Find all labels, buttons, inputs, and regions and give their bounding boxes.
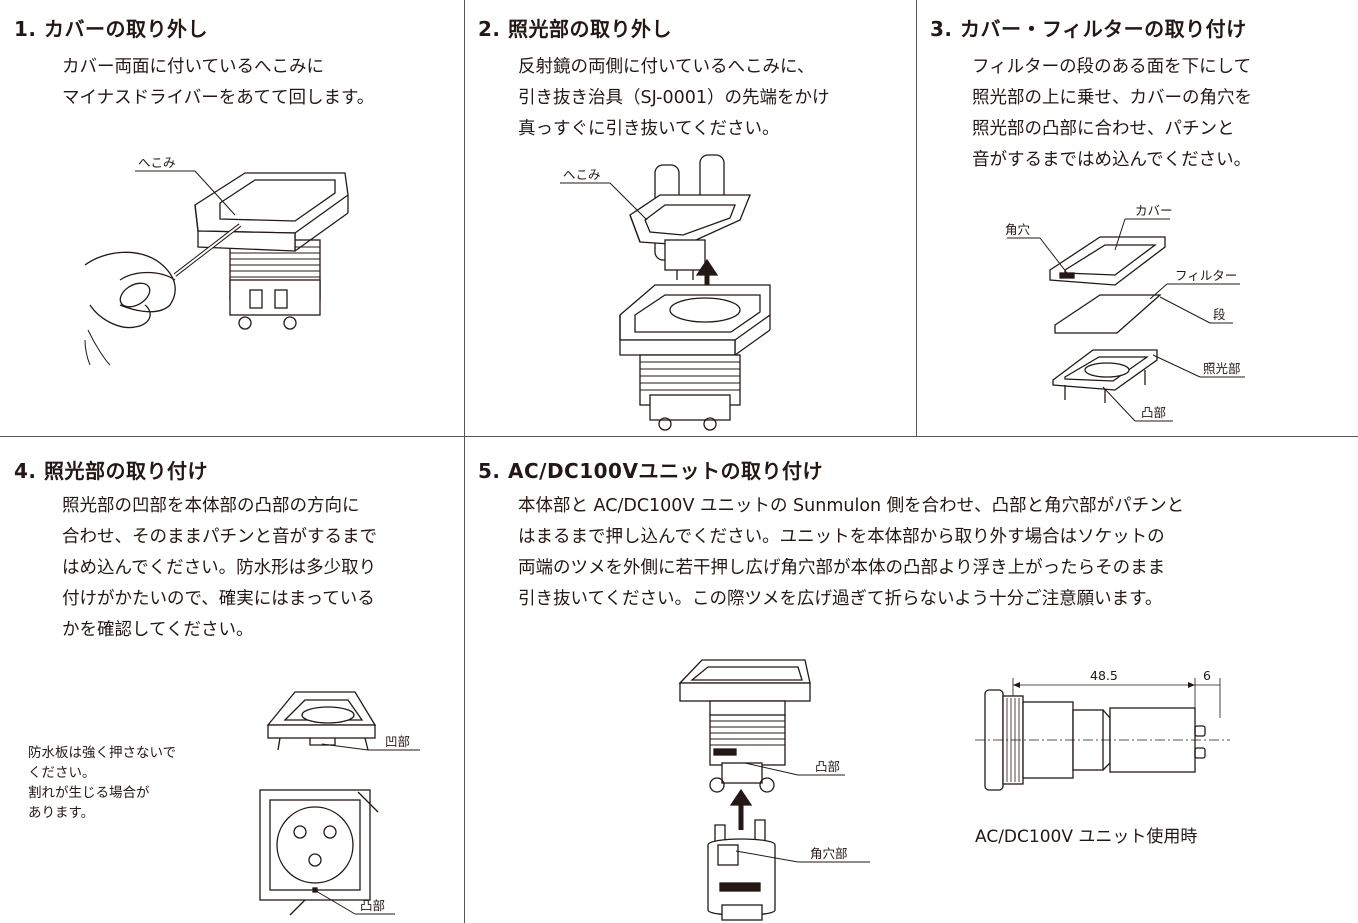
description-line: 本体部と AC/DC100V ユニットの Sunmulon 側を合わせ、凸部と角… [518, 496, 1185, 516]
description-line: 照光部の上に乗せ、カバーの角穴を [972, 88, 1252, 108]
unit-install-illustration: 凸部 角穴部 [670, 655, 885, 921]
section-1-title: 1. カバーの取り外し [14, 17, 208, 41]
square-hole-label: 角穴 [1005, 222, 1031, 237]
description-line: マイナスドライバーをあてて回します。 [62, 88, 375, 108]
waterproof-note: 防水板は強く押さないで ください。 割れが生じる場合が あります。 [28, 743, 176, 823]
section-4-description: 照光部の凹部を本体部の凸部の方向に 合わせ、そのままパチンと音がするまで はめ込… [62, 491, 377, 646]
description-line: かを確認してください。 [62, 620, 254, 640]
boss-label: 凸部 [1141, 405, 1166, 420]
light-install-illustration: 凹部 凸部 [240, 670, 440, 916]
section-4-title: 4. 照光部の取り付け [14, 459, 208, 483]
section-3-title: 3. カバー・フィルターの取り付け [930, 17, 1247, 41]
description-line: 照光部の凸部に合わせ、パチンと [972, 119, 1235, 139]
note-line: ください。 [28, 765, 96, 781]
boss-label: 凸部 [360, 898, 385, 913]
dent-label: へこみ [563, 167, 601, 182]
description-line: 引き抜き治具（SJ-0001）の先端をかけ [518, 88, 830, 108]
description-line: 真っすぐに引き抜いてください。 [518, 119, 780, 139]
description-line: 照光部の凹部を本体部の凸部の方向に [62, 496, 360, 516]
description-line: フィルターの段のある面を下にして [972, 57, 1252, 77]
unit-side-view-illustration: 48.5 6 [975, 668, 1235, 803]
note-line: 防水板は強く押さないで [28, 745, 177, 761]
square-hole-part-label: 角穴部 [810, 846, 848, 861]
column-divider-left [464, 0, 465, 923]
description-line: 反射鏡の両側に付いているへこみに、 [518, 57, 815, 77]
section-3-description: フィルターの段のある面を下にして 照光部の上に乗せ、カバーの角穴を 照光部の凸部… [972, 52, 1252, 176]
description-line: 引き抜いてください。この際ツメを広げ過ぎて折らないよう十分ご注意願います。 [518, 589, 1163, 609]
light-removal-illustration: へこみ [555, 150, 785, 432]
row-divider [0, 436, 1358, 437]
cover-removal-illustration: へこみ [80, 155, 360, 366]
filter-label: フィルター [1175, 268, 1237, 283]
section-1-description: カバー両面に付いているへこみに マイナスドライバーをあてて回します。 [62, 52, 374, 114]
note-line: 割れが生じる場合が [28, 785, 150, 801]
boss-label: 凸部 [815, 759, 840, 774]
note-line: あります。 [28, 805, 95, 821]
cover-label: カバー [1135, 203, 1173, 218]
description-line: 両端のツメを外側に若干押し広げ角穴部が本体の凸部より浮き上がったらそのまま [518, 558, 1166, 578]
description-line: カバー両面に付いているへこみに [62, 57, 324, 77]
section-5-description: 本体部と AC/DC100V ユニットの Sunmulon 側を合わせ、凸部と角… [518, 491, 1184, 615]
section-5-title: 5. AC/DC100Vユニットの取り付け [478, 459, 823, 483]
description-line: 音がするまではめ込んでください。 [972, 150, 1252, 170]
pin-dimension: 6 [1203, 668, 1211, 683]
light-part-label: 照光部 [1203, 361, 1241, 376]
step-label: 段 [1213, 307, 1226, 322]
section-2-title: 2. 照光部の取り外し [478, 17, 672, 41]
column-divider-right [916, 0, 917, 436]
length-dimension: 48.5 [1090, 668, 1118, 683]
description-line: はめ込んでください。防水形は多少取り [62, 558, 377, 578]
cover-filter-illustration: 角穴 カバー フィルター 段 照光部 凸部 [995, 195, 1260, 425]
description-line: はまるまで押し込んでください。ユニットを本体部から取り外す場合はソケットの [518, 527, 1165, 547]
section-2-description: 反射鏡の両側に付いているへこみに、 引き抜き治具（SJ-0001）の先端をかけ … [518, 52, 830, 145]
description-line: 付けがかたいので、確実にはまっている [62, 589, 375, 609]
description-line: 合わせ、そのままパチンと音がするまで [62, 527, 377, 547]
dent-label: へこみ [138, 155, 176, 170]
unit-caption: AC/DC100V ユニット使用時 [975, 827, 1198, 847]
recess-label: 凹部 [385, 734, 410, 749]
